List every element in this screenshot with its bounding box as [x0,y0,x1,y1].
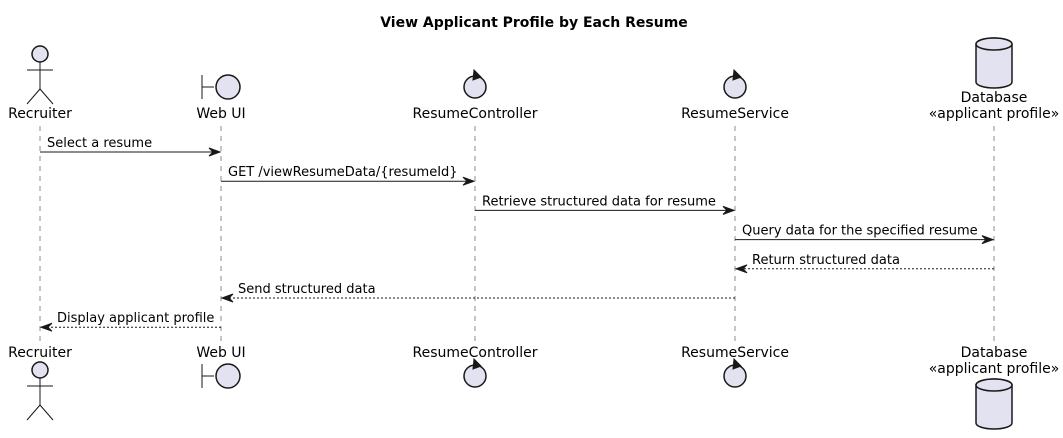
participant-label-top: Web UI [196,106,245,122]
participant-label-top: Recruiter [8,106,72,122]
message-5: Return structured data [734,253,994,274]
actor-icon [26,45,54,105]
message-2: GET /viewResumeData/{resumeId} [221,165,476,186]
message-label: Send structured data [238,282,376,297]
arrowhead [39,322,53,332]
message-3: Retrieve structured data for resume [475,194,736,215]
lifelines [39,126,995,342]
message-label: Display applicant profile [57,311,214,326]
message-4: Query data for the specified resume [735,224,995,245]
message-label: Return structured data [752,253,900,268]
message-6: Send structured data [220,282,735,303]
participant-label-top: ResumeService [681,106,789,122]
message-label: GET /viewResumeData/{resumeId} [228,165,458,180]
control-icon [723,357,747,388]
participant-label-bottom: Recruiter [8,345,72,361]
participant-label-bottom: «applicant profile» [929,361,1060,377]
participant-label-bottom: ResumeService [681,345,789,361]
participant-label-bottom: Database [961,345,1028,361]
message-1: Select a resume [40,136,222,157]
participant-label-top: Database [961,90,1028,106]
arrowhead [462,176,476,186]
message-label: Query data for the specified resume [742,224,978,239]
message-label: Select a resume [47,136,152,151]
database-icon [975,378,1013,430]
diagram-title: View Applicant Profile by Each Resume [380,15,688,31]
message-label: Retrieve structured data for resume [482,194,716,209]
control-icon [723,68,747,99]
arrowhead [981,235,995,245]
participant-label-bottom: ResumeController [413,345,538,361]
control-icon [463,357,487,388]
actor-icon [26,361,54,421]
boundary-icon [201,363,241,389]
arrowhead [734,264,748,274]
message-7: Display applicant profile [39,311,221,332]
boundary-icon [201,74,241,100]
arrowhead [220,293,234,303]
participant-label-bottom: Web UI [196,345,245,361]
participant-label-top: ResumeController [413,106,538,122]
arrowhead [208,147,222,157]
arrowhead [722,205,736,215]
database-icon [975,37,1013,89]
participant-label-top: «applicant profile» [929,106,1060,122]
control-icon [463,68,487,99]
